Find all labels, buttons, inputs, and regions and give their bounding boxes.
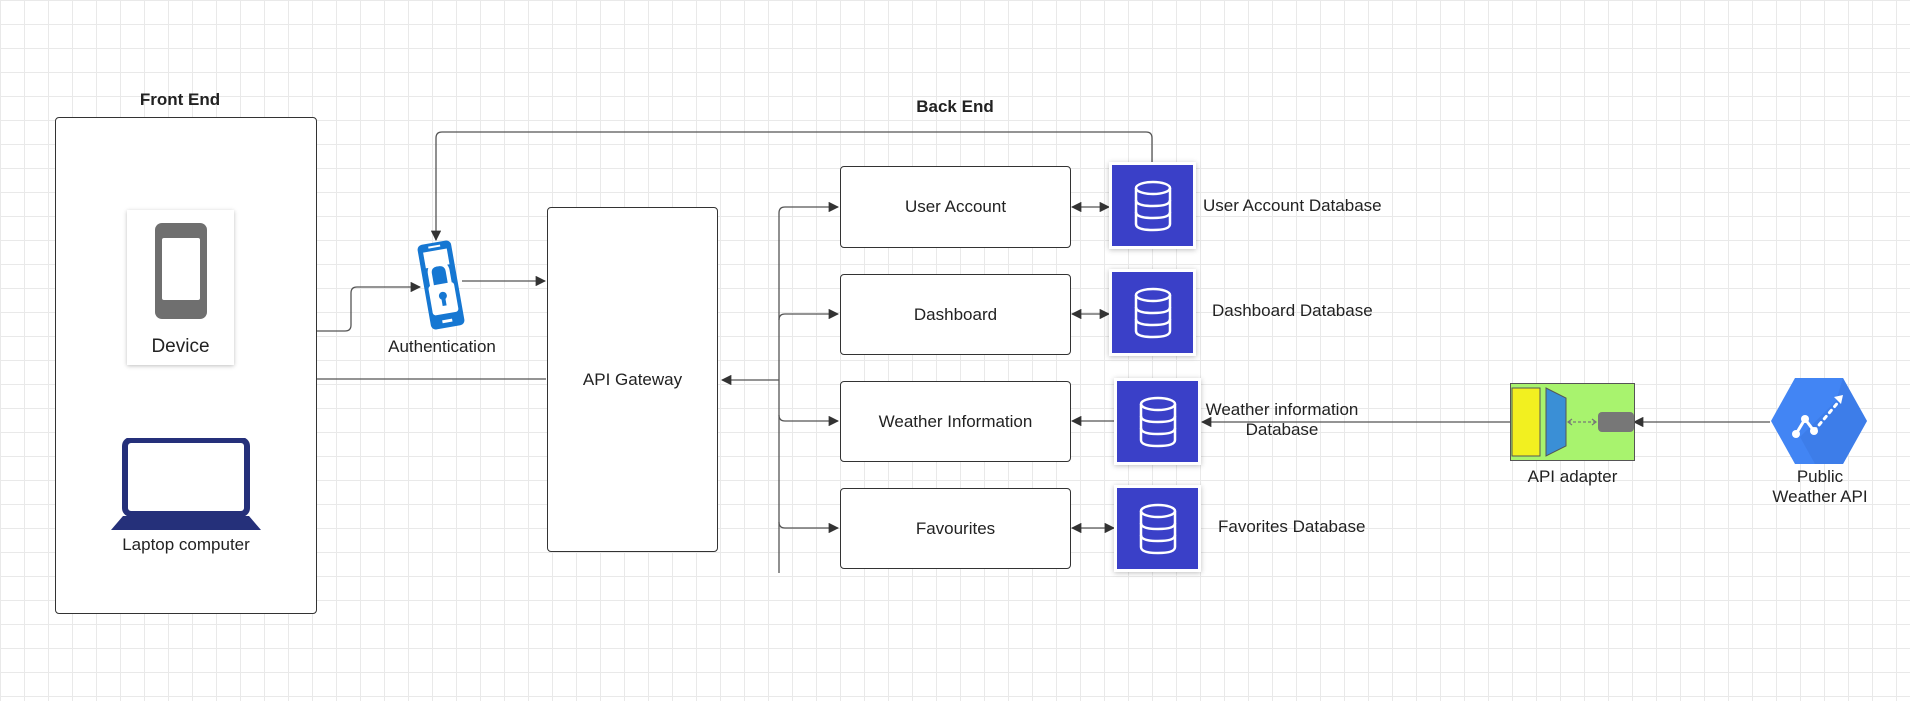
- smartphone-icon: [155, 223, 207, 319]
- public-api-label-line2: Weather API: [1772, 487, 1868, 506]
- weather-db-label-line2: Database: [1245, 420, 1319, 439]
- laptop-icon: [111, 438, 261, 530]
- lock-phone-icon: [417, 240, 465, 330]
- arrow-to-favourites: [778, 521, 840, 534]
- api-adapter-icon: [1510, 383, 1635, 461]
- device-label: Device: [151, 336, 210, 357]
- database-icon: [1139, 503, 1176, 554]
- user-account-service: User Account: [840, 166, 1071, 248]
- database-icon: [1139, 396, 1176, 447]
- favorites-database-label: Favorites Database: [1218, 517, 1366, 536]
- front-end-container: [55, 117, 317, 614]
- weather-information-database: [1117, 381, 1198, 462]
- dashboard-label: Dashboard: [913, 304, 998, 324]
- cloud-api-icon: [1771, 378, 1867, 464]
- api-gateway-box: API Gateway: [547, 207, 718, 552]
- back-end-title: Back End: [916, 97, 994, 116]
- public-api-label-line1: Public: [1796, 467, 1844, 486]
- favourites-service: Favourites: [840, 488, 1071, 569]
- arrow-to-dashboard: [778, 308, 840, 321]
- dashboard-service: Dashboard: [840, 274, 1071, 355]
- database-icon: [1134, 287, 1171, 338]
- arrow-to-user-account: [778, 201, 840, 214]
- arrow-db-to-auth: [430, 131, 1153, 242]
- weather-information-label: Weather Information: [878, 411, 1033, 431]
- arrow-to-weather-info: [778, 414, 840, 427]
- favourites-label: Favourites: [915, 518, 996, 538]
- public-weather-api-label: Public Weather API: [1750, 467, 1890, 507]
- weather-db-label-line1: Weather information: [1205, 400, 1359, 419]
- device-card: Device: [127, 210, 234, 365]
- authentication-label: Authentication: [388, 337, 496, 356]
- user-account-label: User Account: [904, 197, 1007, 216]
- weather-information-service: Weather Information: [840, 381, 1071, 462]
- dashboard-database-label: Dashboard Database: [1212, 301, 1373, 320]
- arrow-client-to-auth: [279, 281, 422, 332]
- front-end-title: Front End: [139, 90, 221, 109]
- api-adapter-label: API adapter: [1527, 467, 1618, 486]
- database-icon: [1134, 180, 1171, 231]
- laptop-label: Laptop computer: [122, 535, 250, 554]
- favorites-database: [1117, 488, 1198, 569]
- user-account-database-label: User Account Database: [1203, 196, 1382, 215]
- api-gateway-label: API Gateway: [582, 369, 683, 389]
- dashboard-database: [1112, 272, 1193, 353]
- user-account-database: [1112, 165, 1193, 246]
- weather-information-database-label: Weather information Database: [1190, 400, 1374, 440]
